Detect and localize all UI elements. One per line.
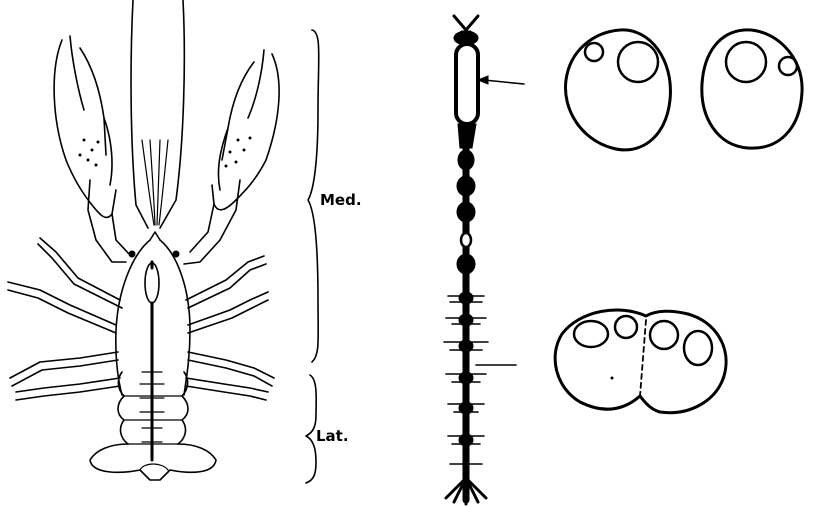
region-brackets: [306, 30, 319, 483]
isolated-nerve-cord: [444, 16, 488, 504]
grasping-hand: [131, 0, 184, 228]
crayfish-internal-nerve-cord: [140, 262, 164, 460]
right-claw: [184, 50, 279, 264]
pointer-arrows: [476, 76, 524, 365]
left-claw: [54, 36, 130, 262]
arrow-upper: [484, 80, 524, 84]
cross-section-upper-right: [702, 30, 802, 148]
cross-section-upper-left: [565, 30, 670, 150]
walking-legs-left: [8, 238, 122, 400]
lateral-label: Lat.: [316, 427, 349, 445]
medial-label: Med.: [320, 191, 362, 209]
walking-legs-right: [186, 256, 274, 400]
medial-brace: [308, 30, 319, 362]
lateral-brace: [306, 375, 316, 483]
cross-section-lower: [555, 310, 726, 413]
crayfish-drawing: [8, 0, 279, 480]
brain-swelling: [456, 44, 478, 124]
